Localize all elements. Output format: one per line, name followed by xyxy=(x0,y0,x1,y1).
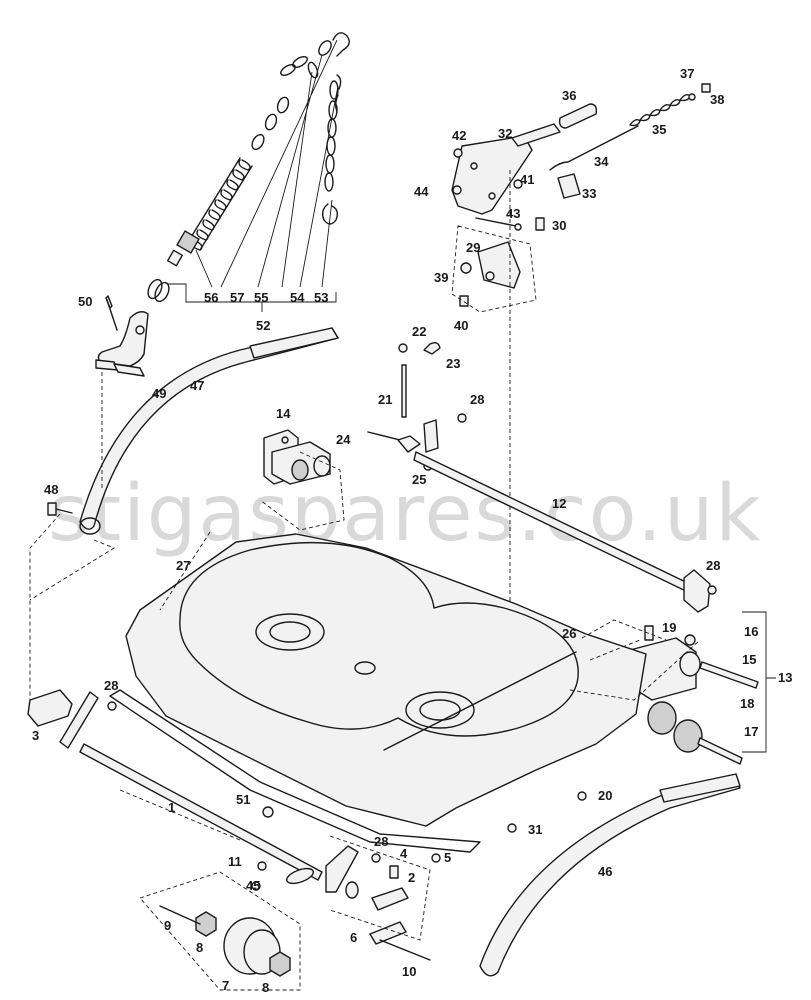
callout-7: 7 xyxy=(222,978,229,993)
cutting-deck-27 xyxy=(109,533,647,853)
callout-31: 31 xyxy=(528,822,542,837)
callout-44: 44 xyxy=(414,184,429,199)
callout-23: 23 xyxy=(446,356,460,371)
callout-50: 50 xyxy=(78,294,92,309)
rear-mount-13 xyxy=(629,611,776,765)
callout-11: 11 xyxy=(228,854,242,869)
bracket-49 xyxy=(95,295,149,377)
callout-28d: 28 xyxy=(374,834,388,849)
callout-48: 48 xyxy=(44,482,58,497)
callout-38: 38 xyxy=(710,92,724,107)
callout-47: 47 xyxy=(190,378,204,393)
callout-12: 12 xyxy=(552,496,566,511)
callout-41: 41 xyxy=(520,172,534,187)
callout-56: 56 xyxy=(204,290,218,305)
callout-16: 16 xyxy=(744,624,758,639)
callout-8b: 8 xyxy=(262,980,269,995)
callout-24: 24 xyxy=(336,432,351,447)
callout-9: 9 xyxy=(164,918,171,933)
callout-25: 25 xyxy=(412,472,426,487)
callout-40: 40 xyxy=(454,318,468,333)
callout-33: 33 xyxy=(582,186,596,201)
bolt-48 xyxy=(47,502,73,516)
callout-4: 4 xyxy=(400,846,408,861)
tension-spring xyxy=(166,157,253,267)
callout-57: 57 xyxy=(230,290,244,305)
callout-46: 46 xyxy=(598,864,612,879)
lift-shaft-12 xyxy=(413,451,717,613)
callout-45: 45 xyxy=(246,878,260,893)
callout-42: 42 xyxy=(452,128,466,143)
construction-lines xyxy=(29,372,701,941)
callout-14: 14 xyxy=(276,406,291,421)
lift-lever-47 xyxy=(79,327,339,535)
lift-arm-46 xyxy=(479,773,741,977)
callout-13: 13 xyxy=(778,670,792,685)
callout-53: 53 xyxy=(314,290,328,305)
pivot-bracket-14 xyxy=(263,429,331,485)
callout-labels: 1 2 3 4 5 6 7 8 8 9 10 11 12 13 14 15 16… xyxy=(32,66,792,995)
callout-35: 35 xyxy=(652,122,666,137)
callout-21: 21 xyxy=(378,392,392,407)
callout-28b: 28 xyxy=(706,558,720,573)
callout-52: 52 xyxy=(256,318,270,333)
callout-6: 6 xyxy=(350,930,357,945)
callout-26: 26 xyxy=(562,626,576,641)
linkage-21-25 xyxy=(367,341,467,471)
callout-1: 1 xyxy=(168,800,175,815)
callout-39: 39 xyxy=(434,270,448,285)
callout-10: 10 xyxy=(402,964,416,979)
callout-5: 5 xyxy=(444,850,451,865)
height-adjust-assembly xyxy=(451,83,711,740)
callout-37: 37 xyxy=(680,66,694,81)
callout-51: 51 xyxy=(236,792,250,807)
callout-29: 29 xyxy=(466,240,480,255)
callout-30: 30 xyxy=(552,218,566,233)
callout-54: 54 xyxy=(290,290,305,305)
callout-32: 32 xyxy=(498,126,512,141)
callout-17: 17 xyxy=(744,724,758,739)
callout-3: 3 xyxy=(32,728,39,743)
callout-20: 20 xyxy=(598,788,612,803)
callout-18: 18 xyxy=(740,696,754,711)
callout-22: 22 xyxy=(412,324,426,339)
callout-8a: 8 xyxy=(196,940,203,955)
callout-28c: 28 xyxy=(104,678,118,693)
watermark-text: stigaspares.co.uk xyxy=(48,469,763,559)
callout-19: 19 xyxy=(662,620,676,635)
callout-43: 43 xyxy=(506,206,520,221)
callout-28a: 28 xyxy=(470,392,484,407)
callout-55: 55 xyxy=(254,290,268,305)
callout-36: 36 xyxy=(562,88,576,103)
callout-15: 15 xyxy=(742,652,756,667)
spring-chain-assembly xyxy=(147,32,350,312)
callout-2: 2 xyxy=(408,870,415,885)
front-axle-assembly xyxy=(27,689,587,991)
callout-49: 49 xyxy=(152,386,166,401)
callout-34: 34 xyxy=(594,154,609,169)
callout-27: 27 xyxy=(176,558,190,573)
